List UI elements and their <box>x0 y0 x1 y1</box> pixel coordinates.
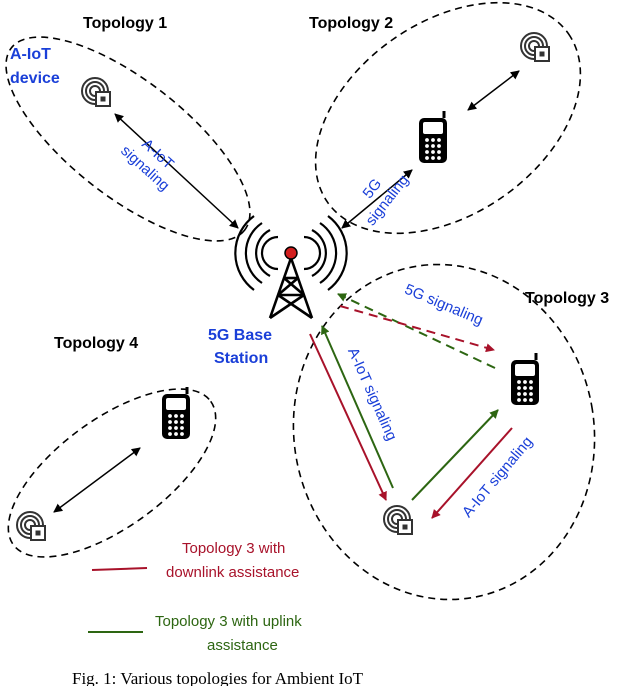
topology3-aiot-signal-label-right: A-IoT signaling <box>459 433 536 520</box>
topology4-phone-icon <box>160 385 192 441</box>
topology3-downlink-aiot-arrow <box>309 333 387 501</box>
topology2-title: Topology 2 <box>309 15 393 32</box>
topology3-5g-signal-label: 5G signaling <box>402 281 485 329</box>
legend-downlink-swatch <box>91 567 148 571</box>
legend-uplink-label-line1: Topology 3 with uplink <box>155 613 302 630</box>
topology1-signal-arrow <box>114 113 239 229</box>
topology2-5g-signal-arrow <box>341 169 413 229</box>
topology3-uplink-phone-arrow <box>411 409 499 501</box>
topology2-boundary <box>314 1 582 235</box>
topology4-aiot-device-icon <box>16 511 46 541</box>
figure-caption: Fig. 1: Various topologies for Ambient I… <box>72 669 364 686</box>
aiot-device-label-line1: A-IoT <box>10 46 51 63</box>
topology3-aiot-device-icon <box>383 505 413 535</box>
legend-downlink-label-line1: Topology 3 with <box>182 540 285 557</box>
aiot-device-label-line2: device <box>10 70 60 87</box>
topology2-phone-device-arrow <box>467 70 520 111</box>
topology2-phone-icon <box>417 109 449 165</box>
base-station-label-line2: Station <box>214 350 268 367</box>
legend-downlink-label-line2: downlink assistance <box>166 564 299 581</box>
topology1-aiot-device-icon <box>81 77 111 107</box>
topology2-aiot-device-icon <box>520 32 550 62</box>
legend-uplink-label-line2: assistance <box>207 637 278 654</box>
topology3-uplink-aiot-arrow <box>321 325 394 489</box>
topology4-title: Topology 4 <box>54 335 138 352</box>
topology1-boundary <box>5 36 251 242</box>
topology3-phone-icon <box>509 351 541 407</box>
base-station-label-line1: 5G Base <box>208 327 272 344</box>
base-station-icon <box>234 215 348 320</box>
topology3-5g-downlink-dashed-arrow <box>339 305 495 353</box>
topology3-downlink-phone-arrow <box>431 427 513 519</box>
topology4-boundary <box>7 388 217 558</box>
topology4-signal-arrow <box>53 447 141 513</box>
topology3-title: Topology 3 <box>525 290 609 307</box>
topology1-title: Topology 1 <box>83 15 167 32</box>
topology3-boundary <box>292 263 596 601</box>
